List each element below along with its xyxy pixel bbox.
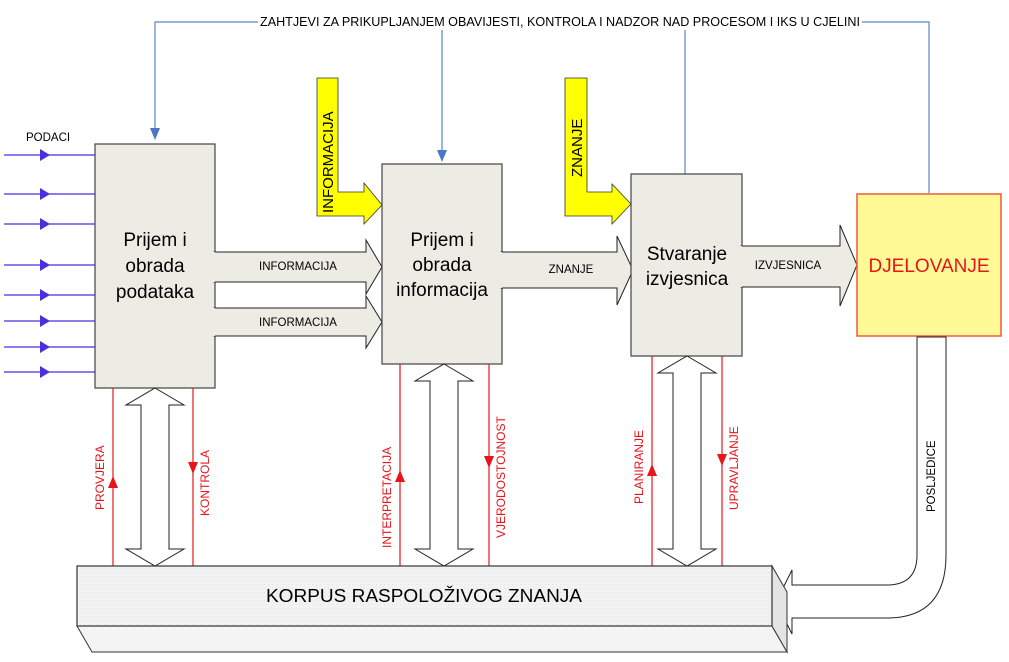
consequences-arrow [775,336,947,635]
arrow-down-icon [484,456,494,468]
info-flow-label-1: INFORMACIJA [259,261,337,273]
knowledge-corpus[interactable] [76,564,788,654]
knowledge-flow-arrow [500,235,634,306]
action-label: DJELOVANJE [868,256,989,277]
feedback-label: ZAHTJEVI ZA PRIKUPLJANJEM OBAVIJESTI, KO… [260,15,860,29]
arrow-head-icon [40,289,50,301]
arrow-up-icon [108,476,118,488]
report-creation-line2: izvjesnica [646,269,729,290]
arrow-head-icon [150,128,160,140]
info-processing-line2: obrada [412,255,472,276]
data-processing-line2: obrada [125,256,185,277]
feedback-line [150,21,930,193]
data-processing-line1: Prijem i [123,230,186,251]
arrow-head-icon [437,150,447,162]
knowledge-corpus-label: KORPUS RASPOLOŽIVOG ZNANJA [266,586,582,606]
knowledge-flow-label: ZNANJE [549,264,594,276]
arrow-head-icon [40,188,50,200]
information-input-label: INFORMACIJA [320,111,337,213]
bidirectional-arrow [656,355,718,567]
report-creation-line1: Stvaranje [647,244,727,265]
knowledge-input-label: ZNANJE [569,119,586,177]
info-flow-arrow-1 [213,238,383,296]
report-flow-label: IZVJESNICA [755,260,822,272]
data-processing-line3: podataka [116,282,195,303]
knowledge-input-arrow [564,77,632,226]
data-input-label: PODACI [26,132,70,144]
corpus-link-down-label: VJERODOSTOJNOST [494,416,508,538]
information-input-arrow [316,77,383,226]
report-creation-box[interactable] [630,173,743,357]
action-box[interactable] [856,193,1002,337]
arrow-down-icon [717,454,727,466]
data-input-arrows [4,149,95,378]
report-flow-arrow [740,224,858,307]
arrow-head-icon [40,218,50,230]
corpus-link-down-label: UPRAVLJANJE [727,426,741,510]
corpus-link-up-label: INTERPRETACIJA [380,447,394,548]
arrow-head-icon [40,341,50,353]
bidirectional-arrow [413,363,475,567]
corpus-link-up-label: PROVJERA [93,445,107,510]
corpus-link-up-label: PLANIRANJE [632,430,646,504]
info-flow-arrow-2 [213,294,383,350]
info-processing-line3: informacija [396,280,488,301]
info-processing-line1: Prijem i [410,230,473,251]
info-flow-label-2: INFORMACIJA [259,317,337,329]
arrow-up-icon [395,470,405,482]
arrow-head-icon [40,315,50,327]
corpus-links: PROVJERA KONTROLA INTERPRETACIJA VJERODOSTO… [93,355,741,567]
data-processing-box[interactable] [94,143,216,389]
arrow-head-icon [40,366,50,378]
bidirectional-arrow [124,387,186,567]
corpus-link-down-label: KONTROLA [198,450,212,516]
arrow-head-icon [40,259,50,271]
arrow-up-icon [647,464,657,476]
consequences-label: POSLJEDICE [926,440,938,512]
arrow-down-icon [188,462,198,474]
arrow-head-icon [40,149,50,161]
